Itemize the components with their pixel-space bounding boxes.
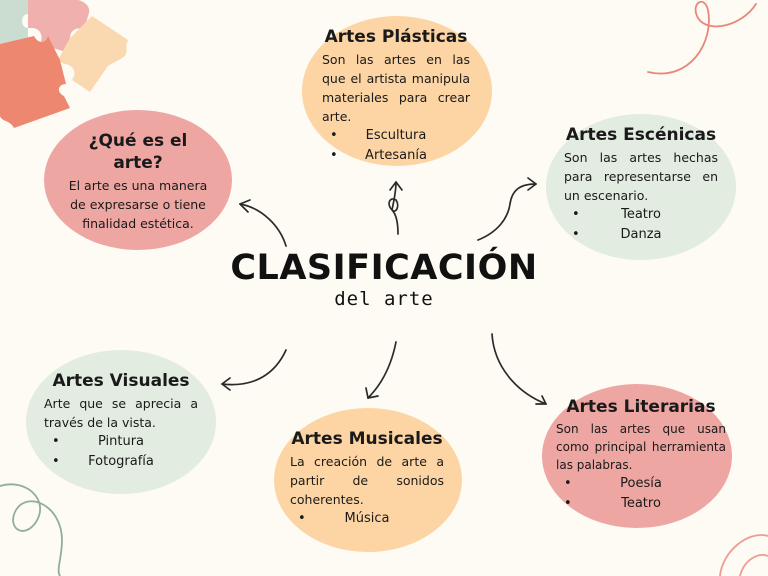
main-subtitle: del arte <box>334 288 434 310</box>
escenicas-title: Artes Escénicas <box>565 125 717 145</box>
list-item: Música <box>290 509 444 529</box>
musicales-title: Artes Musicales <box>291 429 443 449</box>
list-item: Teatro <box>564 205 718 225</box>
list-item: Pintura <box>44 432 198 452</box>
literarias-title: Artes Literarias <box>566 397 716 417</box>
arrow-to-visuales <box>221 349 287 386</box>
musicales-list: Música <box>290 509 444 529</box>
arrow-to-escenicas <box>477 183 537 241</box>
visuales-text: Arte que se aprecia a través de la vista… <box>44 396 198 430</box>
swirl-bottom-right <box>719 534 768 576</box>
bubble-que-es-el-arte: ¿Qué es el arte? El arte es una manera d… <box>44 110 232 250</box>
arrow-to-plasticas <box>388 181 399 235</box>
list-item: Poesía <box>556 474 726 494</box>
list-item: Artesanía <box>322 146 470 166</box>
escenicas-text: Son las artes hechas para representarse … <box>564 150 718 203</box>
plasticas-text: Son las artes en las que el artista mani… <box>322 52 470 124</box>
bubble-artes-musicales: Artes Musicales La creación de arte a pa… <box>274 408 462 552</box>
arrow-to-que-es <box>239 203 287 247</box>
escenicas-list: Teatro Danza <box>564 205 718 244</box>
main-title: CLASIFICACIÓN <box>230 248 538 288</box>
bubble-artes-literarias: Artes Literarias Son las artes que usan … <box>542 384 732 528</box>
literarias-list: Poesía Teatro <box>556 474 726 513</box>
swirl-bottom-left <box>0 483 63 576</box>
list-item: Teatro <box>556 494 726 514</box>
bubble-artes-plasticas: Artes Plásticas Son las artes en las que… <box>302 16 492 166</box>
literarias-text: Son las artes que usan como principal he… <box>556 422 726 472</box>
que-es-text: El arte es una manera de expresarse o ti… <box>68 178 208 231</box>
plasticas-title: Artes Plásticas <box>324 27 468 47</box>
list-item: Escultura <box>322 126 470 146</box>
arrow-to-literarias <box>491 333 547 405</box>
list-item: Fotografía <box>44 452 198 472</box>
list-item: Danza <box>564 225 718 245</box>
que-es-title: ¿Qué es el arte? <box>88 131 188 173</box>
bubble-artes-escenicas: Artes Escénicas Son las artes hechas par… <box>546 114 736 260</box>
arrow-to-musicales <box>367 341 397 399</box>
musicales-text: La creación de arte a partir de sonidos … <box>290 454 444 507</box>
puzzle-icon <box>0 0 128 128</box>
visuales-list: Pintura Fotografía <box>44 432 198 471</box>
plasticas-list: Escultura Artesanía <box>322 126 470 165</box>
visuales-title: Artes Visuales <box>52 371 190 391</box>
swirl-top-right <box>647 0 757 75</box>
bubble-artes-visuales: Artes Visuales Arte que se aprecia a tra… <box>26 350 216 494</box>
